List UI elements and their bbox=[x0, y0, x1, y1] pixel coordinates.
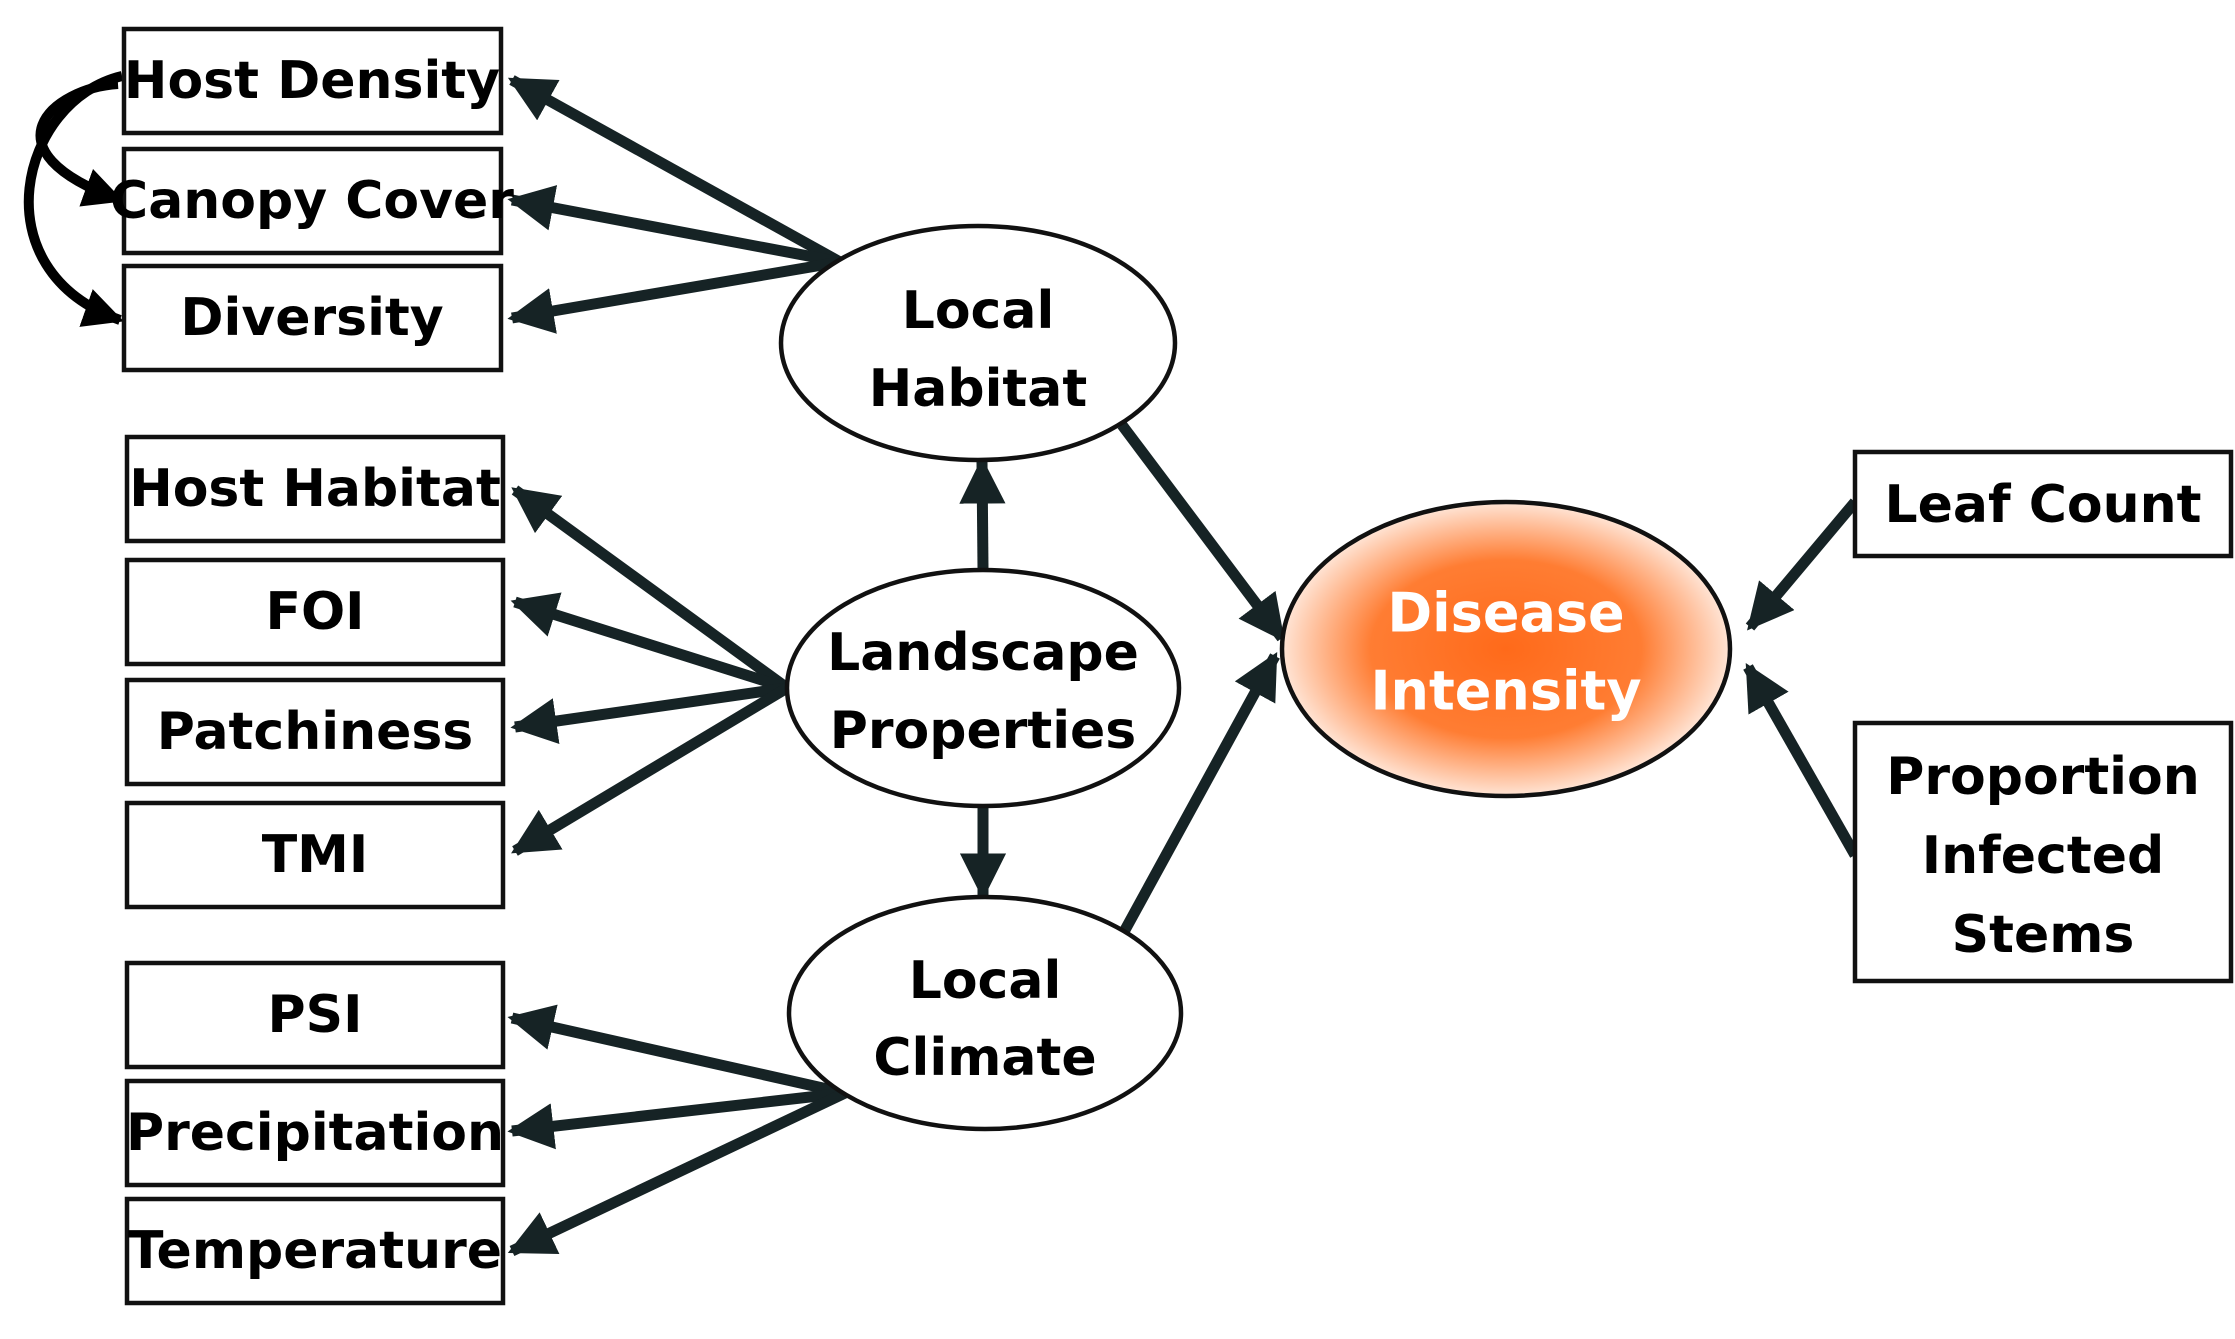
label-canopy-cover: Canopy Cover bbox=[110, 171, 514, 231]
arrow-leafcount-disease bbox=[1745, 498, 1860, 631]
arrow-landscape-patchiness bbox=[510, 682, 788, 744]
label-diversity: Diversity bbox=[180, 288, 443, 348]
box-proportion-infected-stems: Proportion Infected Stems bbox=[1852, 720, 2234, 984]
label-local-climate-line2: Climate bbox=[873, 1028, 1096, 1088]
label-local-climate-line1: Local bbox=[909, 951, 1062, 1011]
arrow-proportion-disease bbox=[1743, 662, 1860, 858]
arrow-climate-disease bbox=[1120, 651, 1280, 933]
label-tmi: TMI bbox=[262, 825, 369, 885]
corr-hostdensity-diversity bbox=[23, 71, 124, 327]
label-patchiness: Patchiness bbox=[157, 702, 474, 762]
edges-local-climate bbox=[507, 1004, 848, 1256]
edges-right bbox=[1743, 498, 1860, 858]
edges-landscape bbox=[510, 457, 1007, 900]
box-patchiness: Patchiness bbox=[124, 677, 506, 787]
arrow-habitat-canopycover bbox=[507, 185, 842, 268]
arrow-climate-psi bbox=[507, 1004, 847, 1099]
label-leaf-count: Leaf Count bbox=[1884, 475, 2201, 535]
edges-to-disease bbox=[1117, 421, 1287, 933]
arrow-landscape-foi bbox=[510, 592, 789, 694]
box-host-density: Host Density bbox=[121, 26, 504, 136]
label-host-density: Host Density bbox=[124, 51, 500, 111]
label-local-habitat-line1: Local bbox=[902, 281, 1055, 341]
label-proportion-line1: Proportion bbox=[1886, 747, 2200, 807]
box-precipitation: Precipitation bbox=[124, 1078, 506, 1188]
box-host-habitat: Host Habitat bbox=[124, 434, 506, 544]
arrow-climate-precipitation bbox=[507, 1087, 846, 1150]
box-temperature: Temperature bbox=[124, 1196, 506, 1306]
label-landscape-line1: Landscape bbox=[827, 623, 1139, 683]
box-foi: FOI bbox=[124, 557, 506, 667]
box-psi: PSI bbox=[124, 960, 506, 1070]
arrow-landscape-tmi bbox=[511, 683, 790, 856]
label-local-habitat-line2: Habitat bbox=[869, 359, 1087, 419]
correlation-curves bbox=[23, 71, 124, 327]
node-landscape-properties: Landscape Properties bbox=[784, 567, 1182, 809]
arrow-habitat-hostdensity bbox=[507, 75, 843, 267]
label-precipitation: Precipitation bbox=[126, 1103, 504, 1163]
arrow-landscape-hosthabitat bbox=[511, 485, 791, 693]
label-host-habitat: Host Habitat bbox=[129, 459, 501, 519]
label-disease-line1: Disease bbox=[1387, 582, 1624, 645]
node-local-climate: Local Climate bbox=[786, 894, 1184, 1132]
label-proportion-line3: Stems bbox=[1952, 905, 2135, 965]
arrow-habitat-diversity bbox=[507, 256, 841, 334]
box-canopy-cover: Canopy Cover bbox=[110, 146, 514, 256]
node-local-habitat: Local Habitat bbox=[778, 223, 1178, 463]
node-disease-intensity: Disease Intensity bbox=[1279, 499, 1733, 799]
label-landscape-line2: Properties bbox=[830, 701, 1137, 761]
box-tmi: TMI bbox=[124, 800, 506, 910]
box-diversity: Diversity bbox=[121, 263, 504, 373]
label-psi: PSI bbox=[268, 985, 363, 1045]
label-foi: FOI bbox=[265, 582, 364, 642]
arrow-habitat-disease bbox=[1117, 421, 1287, 642]
box-leaf-count: Leaf Count bbox=[1852, 449, 2234, 559]
arrow-landscape-habitat bbox=[959, 457, 1006, 569]
label-proportion-line2: Infected bbox=[1922, 826, 2164, 886]
label-temperature: Temperature bbox=[128, 1221, 502, 1281]
arrow-climate-temperature bbox=[507, 1088, 848, 1256]
edges-local-habitat bbox=[507, 75, 843, 334]
label-disease-line2: Intensity bbox=[1370, 660, 1641, 723]
